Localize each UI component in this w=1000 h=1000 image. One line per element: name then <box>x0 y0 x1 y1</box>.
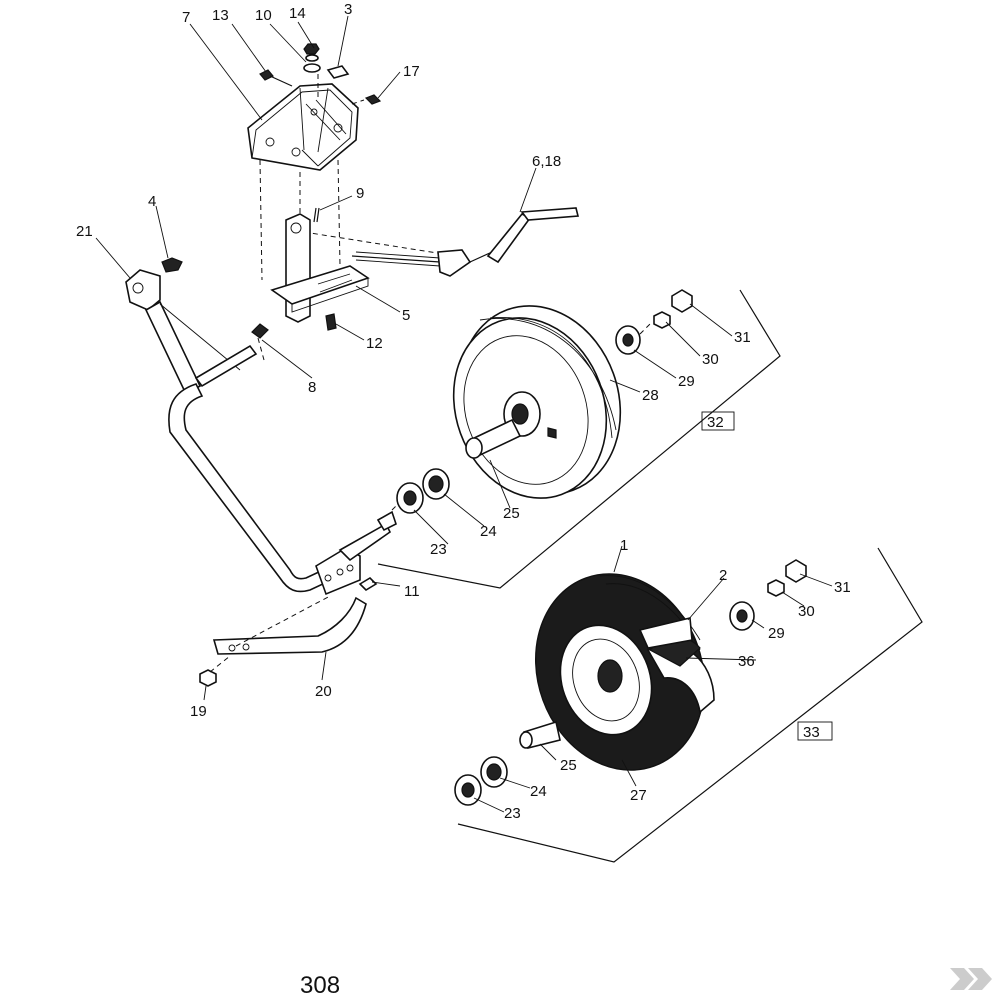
callout-10: 10 <box>255 7 272 24</box>
label-box-33 <box>797 721 833 741</box>
callout-8: 8 <box>308 379 316 396</box>
callout-12: 12 <box>366 335 383 352</box>
callout-2: 2 <box>719 567 727 584</box>
callout-13: 13 <box>212 7 229 24</box>
bolt-11 <box>358 576 378 592</box>
callout-36: 36 <box>738 653 755 670</box>
upper-wheel <box>452 305 622 499</box>
leader-lines <box>95 15 833 813</box>
callout-25-lower: 25 <box>560 757 577 774</box>
callout-20: 20 <box>315 683 332 700</box>
callout-29-lower: 29 <box>768 625 785 642</box>
axle-bar <box>168 383 397 596</box>
callout-30-lower: 30 <box>798 603 815 620</box>
label-box-32 <box>701 411 735 431</box>
cotter-pin <box>313 207 320 223</box>
callout-23-upper: 23 <box>430 541 447 558</box>
assembly-bracket-33 <box>457 547 923 863</box>
nut-19 <box>199 669 217 687</box>
callout-21: 21 <box>76 223 93 240</box>
callout-29-upper: 29 <box>678 373 695 390</box>
lower-wheel <box>519 573 715 771</box>
callout-31-lower: 31 <box>834 579 851 596</box>
callout-24-upper: 24 <box>480 523 497 540</box>
vertical-post <box>270 213 370 323</box>
callout-3: 3 <box>344 1 352 18</box>
callouts: 7 13 10 14 3 17 6,18 9 4 21 5 12 8 31 30… <box>76 1 851 822</box>
bolt-12 <box>325 313 337 331</box>
callout-23-lower: 23 <box>504 805 521 822</box>
callout-31-upper: 31 <box>734 329 751 346</box>
callout-17: 17 <box>403 63 420 80</box>
callout-24-lower: 24 <box>530 783 547 800</box>
bearing-set-lower <box>454 756 508 806</box>
callout-7: 7 <box>182 9 190 26</box>
bearing-set-upper <box>391 468 450 514</box>
page-number: 308 <box>300 972 341 999</box>
double-chevron-logo-icon <box>950 968 992 990</box>
callout-25-upper: 25 <box>503 505 520 522</box>
scraper-blade <box>212 595 367 655</box>
crank-handle <box>351 207 580 277</box>
callout-14: 14 <box>289 5 306 22</box>
callout-33: 33 <box>803 724 820 741</box>
callout-6-18: 6,18 <box>532 153 561 170</box>
callout-30-upper: 30 <box>702 351 719 368</box>
pin-8 <box>194 323 269 388</box>
callout-5: 5 <box>402 307 410 324</box>
lower-wheel-hardware <box>729 559 807 631</box>
assembly-bracket-32 <box>377 289 781 589</box>
callout-27: 27 <box>630 787 647 804</box>
callout-9: 9 <box>356 185 364 202</box>
callout-32: 32 <box>707 414 724 431</box>
callout-4: 4 <box>148 193 156 210</box>
callout-28: 28 <box>642 387 659 404</box>
mounting-bracket <box>247 83 359 171</box>
callout-19: 19 <box>190 703 207 720</box>
lift-arm <box>125 269 241 396</box>
callout-1: 1 <box>620 537 628 554</box>
bracket-hardware <box>259 43 382 105</box>
pin-4 <box>161 257 183 273</box>
upper-wheel-hardware <box>615 289 693 355</box>
callout-11: 11 <box>404 583 420 600</box>
